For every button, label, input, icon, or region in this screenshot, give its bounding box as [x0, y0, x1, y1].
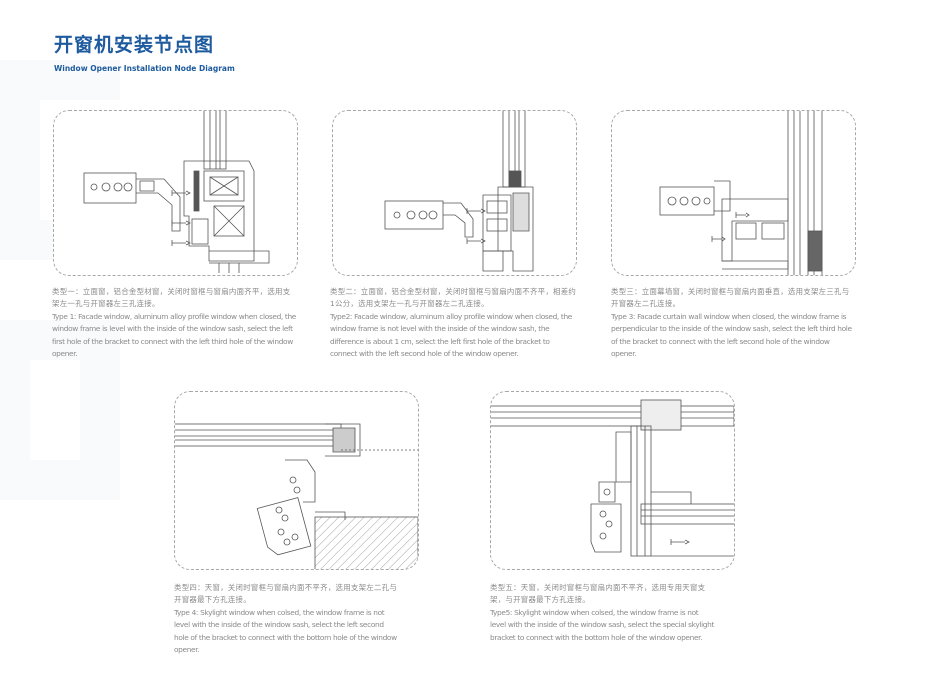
page-title: 开窗机安装节点图	[54, 34, 215, 56]
caption-type-3: 类型三：立面幕墙窗，关闭时窗框与窗扇内面垂直，选用支架左三孔与开窗器左二孔连接。…	[611, 286, 856, 360]
diagram-panel-type-2	[332, 110, 577, 276]
caption-cn: 类型一：立面窗，铝合金型材窗，关闭时窗框与窗扇内面齐平，选用支架左一孔与开窗器左…	[52, 287, 291, 309]
caption-type-1: 类型一：立面窗，铝合金型材窗，关闭时窗框与窗扇内面齐平，选用支架左一孔与开窗器左…	[52, 286, 297, 360]
caption-type-4: 类型四：天窗，关闭时窗框与窗扇内面不平齐，选用支架左二孔与开窗器最下方孔连接。 …	[174, 582, 400, 656]
caption-en: Type2: Facade window, aluminum alloy pro…	[330, 311, 572, 359]
installation-drawing-type-2	[384, 111, 534, 272]
caption-type-5: 类型五：天窗，关闭时窗框与窗扇内面不平齐，选用专用天窗支架，与开窗器最下方孔连接…	[490, 582, 716, 644]
installation-drawing-type-4	[175, 423, 418, 569]
background-watermark	[0, 60, 120, 500]
caption-cn: 类型二：立面窗，铝合金型材窗，关闭时窗框与窗扇内面不齐平，相差约1公分，选用支架…	[330, 287, 577, 309]
diagram-panel-type-3	[611, 110, 856, 276]
caption-cn: 类型四：天窗，关闭时窗框与窗扇内面不平齐，选用支架左二孔与开窗器最下方孔连接。	[174, 583, 398, 605]
installation-drawing-type-3	[659, 111, 823, 275]
diagram-panel-type-1	[53, 110, 298, 276]
page-subtitle: Window Opener Installation Node Diagram	[54, 64, 235, 73]
caption-en: Type 1: Facade window, aluminum alloy pr…	[52, 311, 296, 359]
installation-drawing-type-1	[83, 111, 270, 273]
caption-type-2: 类型二：立面窗，铝合金型材窗，关闭时窗框与窗扇内面不齐平，相差约1公分，选用支架…	[330, 286, 578, 360]
caption-cn: 类型五：天窗，关闭时窗框与窗扇内面不平齐，选用专用天窗支架，与开窗器最下方孔连接…	[490, 583, 706, 605]
diagram-panel-type-5	[490, 391, 735, 570]
caption-cn: 类型三：立面幕墙窗，关闭时窗框与窗扇内面垂直，选用支架左三孔与开窗器左二孔连接。	[611, 287, 850, 309]
caption-en: Type 4: Skylight window when colsed, the…	[174, 607, 397, 655]
caption-en: Type 3: Facade curtain wall window when …	[611, 311, 852, 359]
diagram-panel-type-4	[174, 391, 419, 570]
installation-drawing-type-5	[491, 399, 734, 557]
caption-en: Type5: Skylight window when colsed, the …	[490, 607, 715, 642]
